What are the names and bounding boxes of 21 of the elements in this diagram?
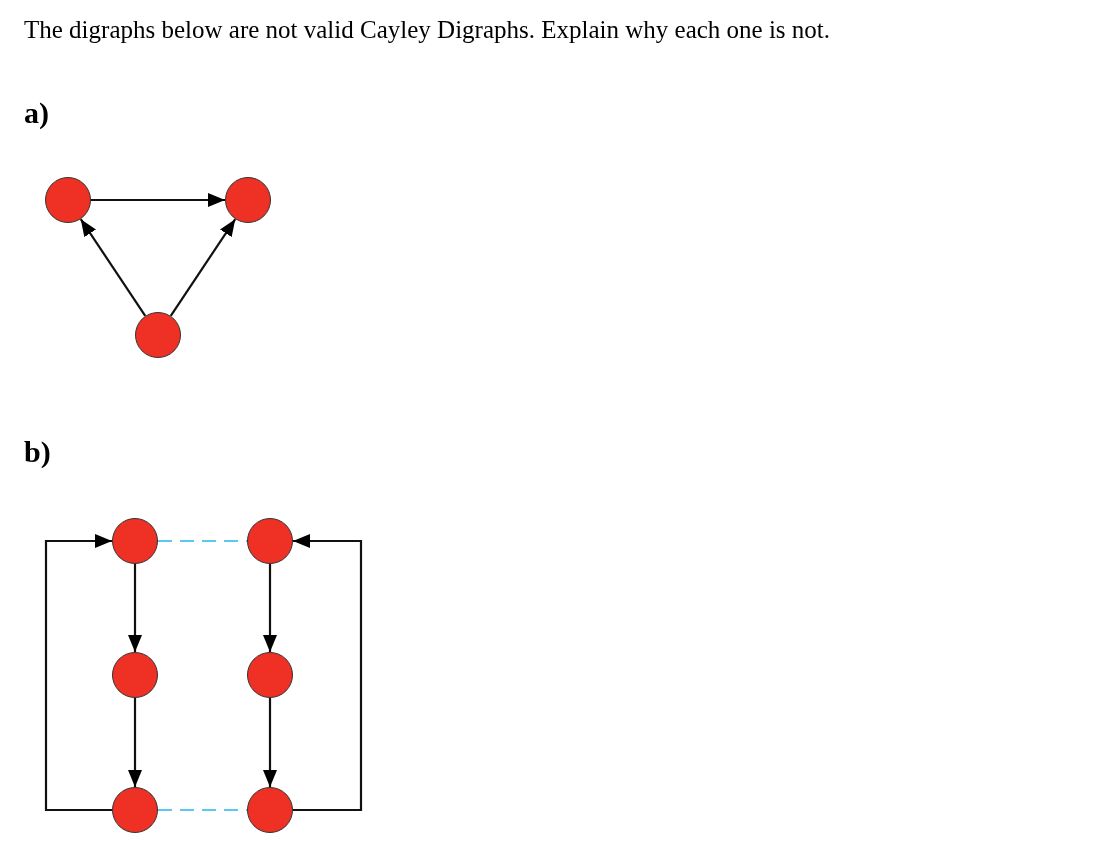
arrow xyxy=(128,698,142,787)
vertex-circle xyxy=(112,652,158,698)
arrow xyxy=(293,534,363,812)
instruction-text: The digraphs below are not valid Cayley Digraphs. Explain why each one is not. xyxy=(24,16,831,44)
arrow xyxy=(263,698,277,787)
arrow xyxy=(79,218,147,317)
part-label: a) xyxy=(24,96,49,130)
arrow xyxy=(91,193,225,207)
vertex-circle xyxy=(247,787,293,833)
vertex-circle xyxy=(45,177,91,223)
vertex-circle xyxy=(225,177,271,223)
vertex-circle xyxy=(135,312,181,358)
vertex-circle xyxy=(112,518,158,564)
vertex-circle xyxy=(112,787,158,833)
part-label: b) xyxy=(24,435,51,469)
vertex-circle xyxy=(247,518,293,564)
arrow xyxy=(169,218,237,317)
arrow xyxy=(44,534,112,812)
arrow xyxy=(263,564,277,652)
vertex-circle xyxy=(247,652,293,698)
arrow xyxy=(128,564,142,652)
